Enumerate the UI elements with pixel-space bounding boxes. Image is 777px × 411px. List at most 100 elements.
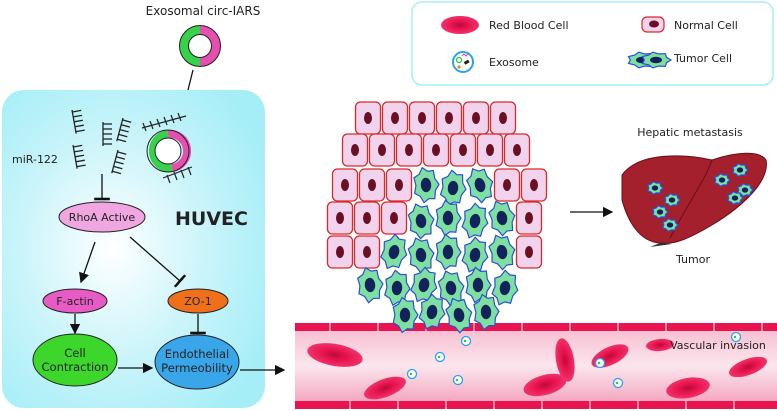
red-blood-cell-icon <box>523 373 567 397</box>
normal-cell-icon <box>503 133 531 167</box>
tumor-cell-icon <box>737 182 754 198</box>
normal-cell-icon <box>331 168 359 202</box>
normal-cell-icon <box>422 133 450 167</box>
normal-cell-icon <box>326 201 354 235</box>
normal-cell-icon <box>395 133 423 167</box>
bound-circ-rna-icon <box>141 112 193 184</box>
mirna-hairpin-icon <box>102 122 112 146</box>
normal-cell-icon <box>341 133 369 167</box>
legend-rbc-label: Red Blood Cell <box>489 19 569 32</box>
exosome-icon <box>434 351 446 363</box>
red-blood-cell-icon <box>646 338 674 352</box>
legend-tumor-cell-label: Tumor Cell <box>673 52 732 65</box>
tumor-cell-icon <box>435 199 462 237</box>
svg-text:Cell: Cell <box>64 346 86 360</box>
tumor-label: Tumor <box>675 253 710 266</box>
svg-text:Permeobility: Permeobility <box>161 361 233 375</box>
exosome-icon <box>594 357 606 369</box>
circ-rna-icon <box>179 25 221 67</box>
tumor-cell-icon <box>461 202 489 239</box>
red-blood-cell-icon <box>666 377 710 399</box>
svg-text:ZO-1: ZO-1 <box>184 295 211 308</box>
tumor-cell-icon <box>652 204 669 220</box>
circ-iars-title: Exosomal circ-IARS <box>146 4 261 18</box>
tumor-cell-icon <box>418 293 446 330</box>
normal-cell-icon <box>449 133 477 167</box>
node-rhoa: RhoA Active <box>58 201 146 233</box>
legend-tumor-cell-icon <box>627 51 673 69</box>
normal-cell-icon <box>515 201 543 235</box>
rhoa-to-factin-arrow <box>79 241 96 284</box>
normal-cell-icon <box>493 168 521 202</box>
normal-cell-icon <box>476 133 504 167</box>
tumor-cell-icon <box>445 297 473 334</box>
legend-normal-cell-icon <box>641 16 665 33</box>
tumor-cell-icon <box>641 51 673 69</box>
normal-cell-icon <box>353 201 381 235</box>
tumor-cell-icon <box>732 162 749 178</box>
exosome-icon <box>612 377 624 389</box>
normal-cell-icon <box>385 168 413 202</box>
tumor-cell-icon <box>714 172 731 188</box>
tumor-cell-icon <box>439 169 467 206</box>
tumor-cell-icon <box>727 190 744 206</box>
exosome-icon <box>452 374 464 386</box>
svg-text:RhoA Active: RhoA Active <box>69 211 136 224</box>
normal-cell-icon <box>368 133 396 167</box>
legend-exosome-icon <box>452 51 474 73</box>
legend-exosome-label: Exosome <box>489 56 539 69</box>
tumor-cell-icon <box>664 192 681 208</box>
exosome-icon <box>460 335 472 347</box>
normal-cell-icon <box>462 101 490 135</box>
normal-cell-icon <box>358 168 386 202</box>
tumor-cell-icon <box>407 203 435 240</box>
tumor-cell-icon <box>491 269 519 306</box>
legend-normal-cell-label: Normal Cell <box>674 19 738 32</box>
node-zo1: ZO-1 <box>167 288 229 314</box>
hepatic-metastasis-label: Hepatic metastasis <box>637 126 743 139</box>
tumor-cell-icon <box>413 166 440 204</box>
tumor-cell-icon <box>392 296 419 334</box>
mirna-hairpin-icon <box>71 109 85 134</box>
node-factin: F-actin <box>42 288 108 314</box>
normal-cell-icon <box>520 168 548 202</box>
exosomes-in-vessel <box>406 331 742 389</box>
tumor-cell-icon <box>465 266 492 304</box>
mirna-hairpin-icon <box>72 144 86 169</box>
cell-cluster <box>326 101 548 334</box>
normal-cell-icon <box>515 235 543 269</box>
svg-text:F-actin: F-actin <box>56 295 93 308</box>
mir-122-label: miR-122 <box>12 153 58 166</box>
liver-icon <box>621 152 767 247</box>
normal-cell-icon <box>489 101 517 135</box>
huvec-cell <box>2 90 265 408</box>
vascular-invasion-label: Vascular invasion <box>670 339 766 352</box>
red-blood-cells <box>307 338 767 400</box>
node-endothelial-permeability: Endothelial Permeobility <box>154 334 240 390</box>
svg-text:Endothelial: Endothelial <box>165 347 229 361</box>
red-blood-cell-icon <box>729 356 767 378</box>
tumor-cell-icon <box>437 270 465 307</box>
exosome-icon <box>730 331 742 343</box>
tumor-cell-icon <box>380 233 408 270</box>
tumor-cell-icon <box>407 237 435 274</box>
mirna-hairpin-icon <box>116 117 132 143</box>
mirna-hairpin-icon <box>111 149 127 175</box>
tumor-cell-icon <box>488 200 516 237</box>
legend-rbc-icon <box>441 16 479 34</box>
tumor-cell-icon <box>647 180 664 196</box>
tumor-cell-icon <box>473 293 500 331</box>
legend: Red Blood Cell Normal Cell Exosome Tumor… <box>411 1 774 86</box>
normal-cell-icon <box>435 101 463 135</box>
red-blood-cell-icon <box>307 343 363 367</box>
rhoa-inhibit-zo1-line <box>129 236 187 288</box>
tumor-cell-icon <box>488 234 516 271</box>
svg-text:Contraction: Contraction <box>42 360 109 374</box>
mirna-hairpins <box>71 109 132 175</box>
normal-cell-icon <box>380 201 408 235</box>
normal-cell-icon <box>353 235 381 269</box>
red-blood-cell-icon <box>555 338 575 382</box>
tumor-cell-icon <box>435 233 462 271</box>
tumor-cell-icon <box>356 266 384 304</box>
